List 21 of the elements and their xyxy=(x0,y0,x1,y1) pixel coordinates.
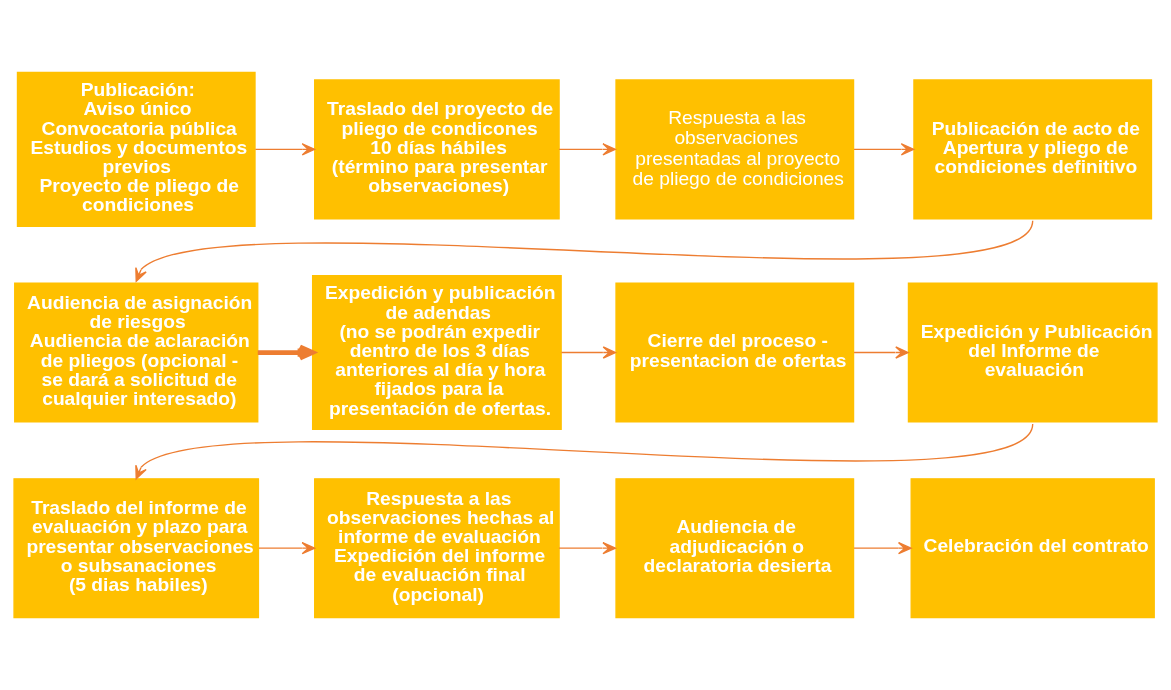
arrow xyxy=(560,346,617,359)
arrow xyxy=(254,143,316,156)
node-box: Celebración del contrato xyxy=(910,478,1155,619)
node-box: Audiencia de adjudicación o declaratoria desierta xyxy=(615,478,855,619)
arrow xyxy=(853,346,909,359)
arrow xyxy=(558,541,617,555)
node-box: Publicación de acto de Apertura y pliego de condiciones definitivo xyxy=(913,79,1153,220)
arrow xyxy=(558,143,617,156)
node-box: Traslado del proyecto de pliego de condicones 10 días hábiles (término para presentar observaciones) xyxy=(314,79,560,220)
node-box: Audiencia de asignación de riesgos Audiencia de aclaración de pliegos (opcional - se dará a solicitud de cualquier interesado) xyxy=(14,282,259,423)
node-box: Expedición y Publicación del Informe de evaluación xyxy=(907,282,1158,423)
node-box: Respuesta a las observaciones hechas al informe de evaluación Expedición del informe de evaluación final (opcional) xyxy=(314,478,560,619)
node-box: Cierre del proceso - presentacion de ofertas xyxy=(615,282,855,423)
arrow xyxy=(853,143,915,156)
node-box: Traslado del informe de evaluación y plazo para presentar observaciones o subsanaciones (5 dias habiles) xyxy=(13,478,260,619)
arrow xyxy=(257,344,315,361)
arrow xyxy=(258,541,316,555)
node-box: Respuesta a las observaciones presentadas al proyecto de pliego de condiciones xyxy=(615,79,855,220)
node-box: Expedición y publicación de adendas (no se podrán expedir dentro de los 3 días anteriores al día y hora fijados para la presentación de ofertas. xyxy=(311,275,562,431)
node-box: Publicación: Aviso único Convocatoria pública Estudios y documentos previos Proyecto de pliego de condiciones xyxy=(16,71,256,227)
arrow xyxy=(853,541,912,555)
